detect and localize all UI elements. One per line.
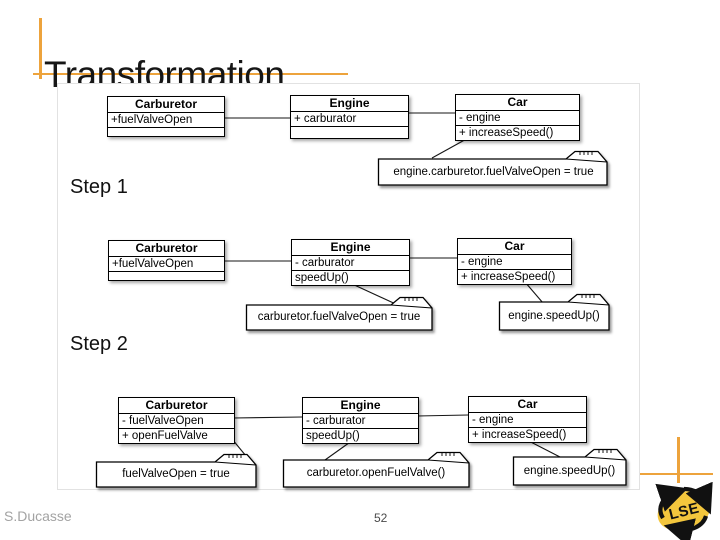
note-text: engine.speedUp() [523, 465, 616, 477]
class-name: Engine [291, 96, 408, 112]
page-number: 52 [374, 511, 388, 525]
class-name: Carburetor [109, 241, 224, 257]
class-name: Car [456, 95, 579, 111]
note-text: engine.speedUp() [508, 310, 600, 322]
class-methods: + increaseSpeed() [456, 125, 579, 140]
class-attribute: - engine [472, 414, 514, 426]
note-shape-6 [512, 448, 627, 486]
class-methods: + increaseSpeed() [458, 269, 571, 284]
note-shape-2 [245, 296, 433, 331]
class-methods: + openFuelValve [119, 428, 234, 443]
note-shape-3 [498, 293, 610, 331]
association-engine-car-3 [416, 414, 469, 417]
class-attribute: - fuelValveOpen [122, 415, 204, 427]
class-box-carburetor-step2: Carburetor - fuelValveOpen + openFuelVal… [118, 397, 235, 444]
logo-text: LSE [667, 500, 701, 524]
class-methods: speedUp() [303, 428, 418, 443]
association-carburetor-engine-3 [232, 416, 303, 419]
class-name: Carburetor [119, 398, 234, 414]
corner-accent-horizontal-line [640, 473, 713, 475]
class-box-engine-step0: Engine + carburator [290, 95, 409, 139]
class-box-engine-step1: Engine - carburator speedUp() [291, 239, 410, 286]
note-text: carburetor.fuelValveOpen = true [257, 311, 421, 323]
class-methods [291, 126, 408, 138]
note-text: engine.carburetor.fuelValveOpen = true [393, 166, 594, 178]
footer-author: S.Ducasse [4, 508, 72, 524]
note-text: fuelValveOpen = true [122, 468, 230, 480]
class-box-engine-step2: Engine - carburator speedUp() [302, 397, 419, 444]
class-attribute: - engine [459, 112, 501, 124]
class-box-car-step2: Car - engine + increaseSpeed() [468, 396, 587, 443]
class-attribute: - carburator [306, 415, 366, 427]
class-attribute: +fuelValveOpen [111, 114, 193, 126]
class-attribute: + carburator [294, 113, 357, 125]
class-box-car-step0: Car - engine + increaseSpeed() [455, 94, 580, 141]
corner-accent-vertical-line [677, 437, 680, 483]
class-attribute: +fuelValveOpen [112, 258, 194, 270]
title-accent-horizontal-line [33, 73, 348, 75]
class-name: Car [469, 397, 586, 413]
note-shape-5 [282, 451, 470, 488]
class-box-carburetor-step1: Carburetor +fuelValveOpen [108, 240, 225, 281]
class-name: Engine [303, 398, 418, 414]
note-text: carburetor.openFuelValve() [306, 467, 446, 479]
logo-recycle-arrows [655, 481, 713, 540]
class-methods [108, 127, 224, 136]
class-attribute: - carburator [295, 257, 355, 269]
class-name: Car [458, 239, 571, 255]
note-shape-4 [95, 453, 257, 488]
class-box-car-step1: Car - engine + increaseSpeed() [457, 238, 572, 285]
lse-logo: LSE [655, 481, 713, 540]
class-box-carburetor-step0: Carburetor +fuelValveOpen [107, 96, 225, 137]
class-name: Carburetor [108, 97, 224, 113]
class-name: Engine [292, 240, 409, 256]
note-link-engine-2 [349, 282, 401, 307]
class-attribute: - engine [461, 256, 503, 268]
title-accent-vertical-line [39, 18, 42, 79]
step-1-label: Step 1 [70, 176, 128, 198]
class-methods: speedUp() [292, 270, 409, 285]
note-link-car-2 [524, 281, 544, 304]
class-methods: + increaseSpeed() [469, 427, 586, 442]
step-2-label: Step 2 [70, 333, 128, 355]
note-shape-1 [377, 150, 608, 186]
class-methods [109, 271, 224, 280]
